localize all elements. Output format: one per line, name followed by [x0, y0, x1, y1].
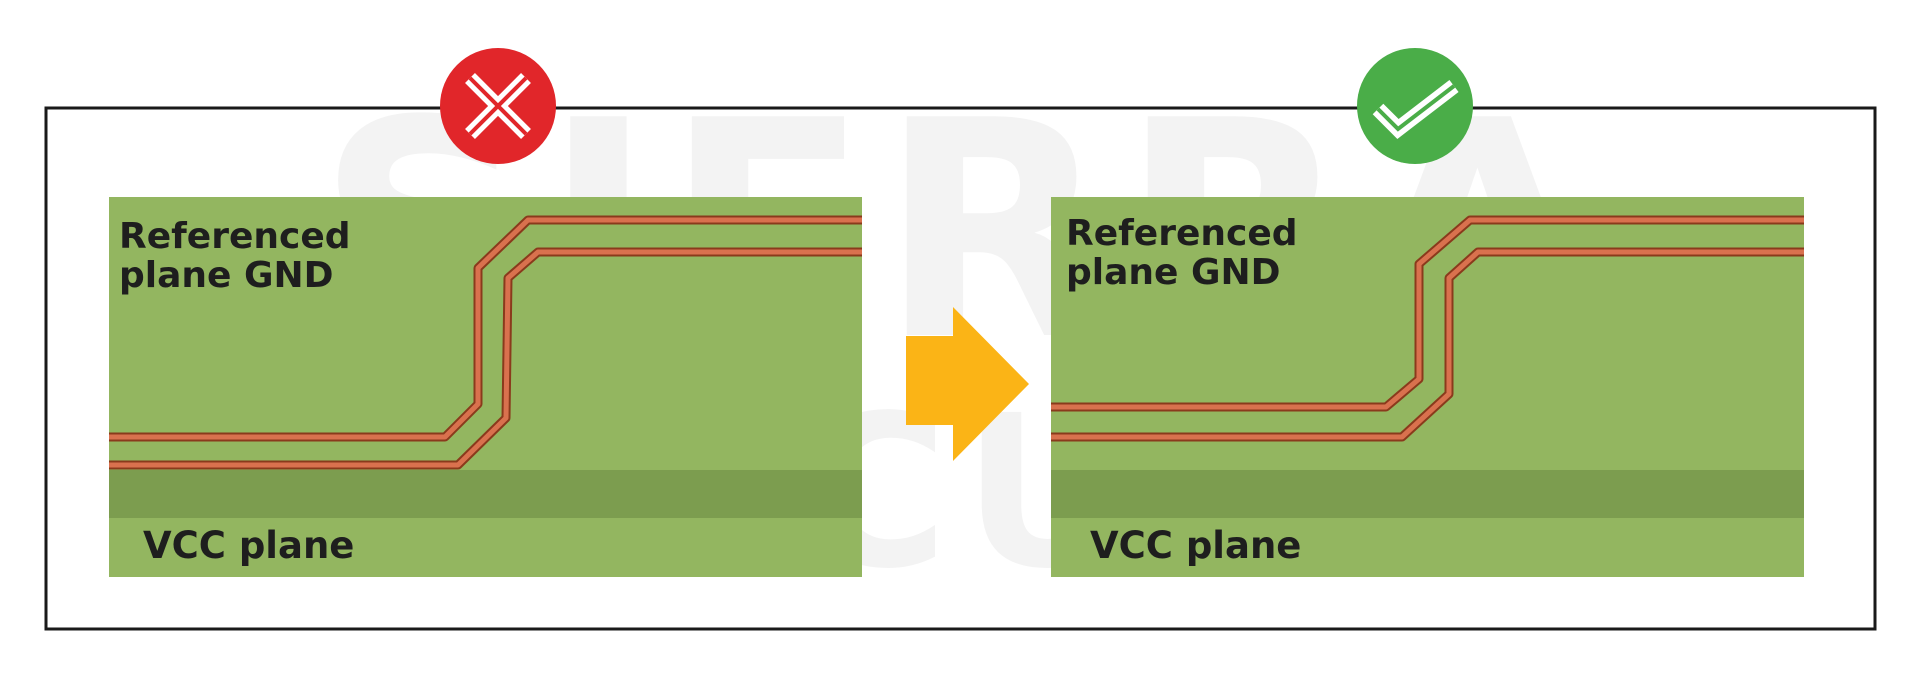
right-panel — [1051, 197, 1804, 577]
left-gnd-label-line2: plane GND — [119, 255, 334, 296]
left-trace-pair — [109, 215, 862, 470]
left-panel — [109, 197, 862, 577]
right-vcc-label: VCC plane — [1090, 524, 1302, 567]
left-gnd-label-line1: Referenced — [119, 216, 351, 257]
right-trace-1-core — [1051, 217, 1804, 410]
right-vcc-plane-strip — [1051, 470, 1804, 518]
check-icon — [1357, 48, 1473, 164]
right-gnd-label: Referenced plane GND — [1066, 214, 1298, 292]
cross-icon — [440, 48, 556, 164]
left-gnd-label: Referenced plane GND — [119, 217, 351, 295]
right-trace-pair — [1051, 215, 1804, 442]
left-vcc-label: VCC plane — [143, 524, 355, 567]
outer-frame — [44, 106, 1877, 631]
arrow-right-icon — [906, 307, 1029, 461]
right-gnd-label-line2: plane GND — [1066, 252, 1281, 293]
right-trace-2-core — [1051, 249, 1804, 440]
right-gnd-label-line1: Referenced — [1066, 213, 1298, 254]
left-trace-2-core — [109, 249, 862, 468]
left-vcc-plane-strip — [109, 470, 862, 518]
left-trace-1-core — [109, 217, 862, 440]
